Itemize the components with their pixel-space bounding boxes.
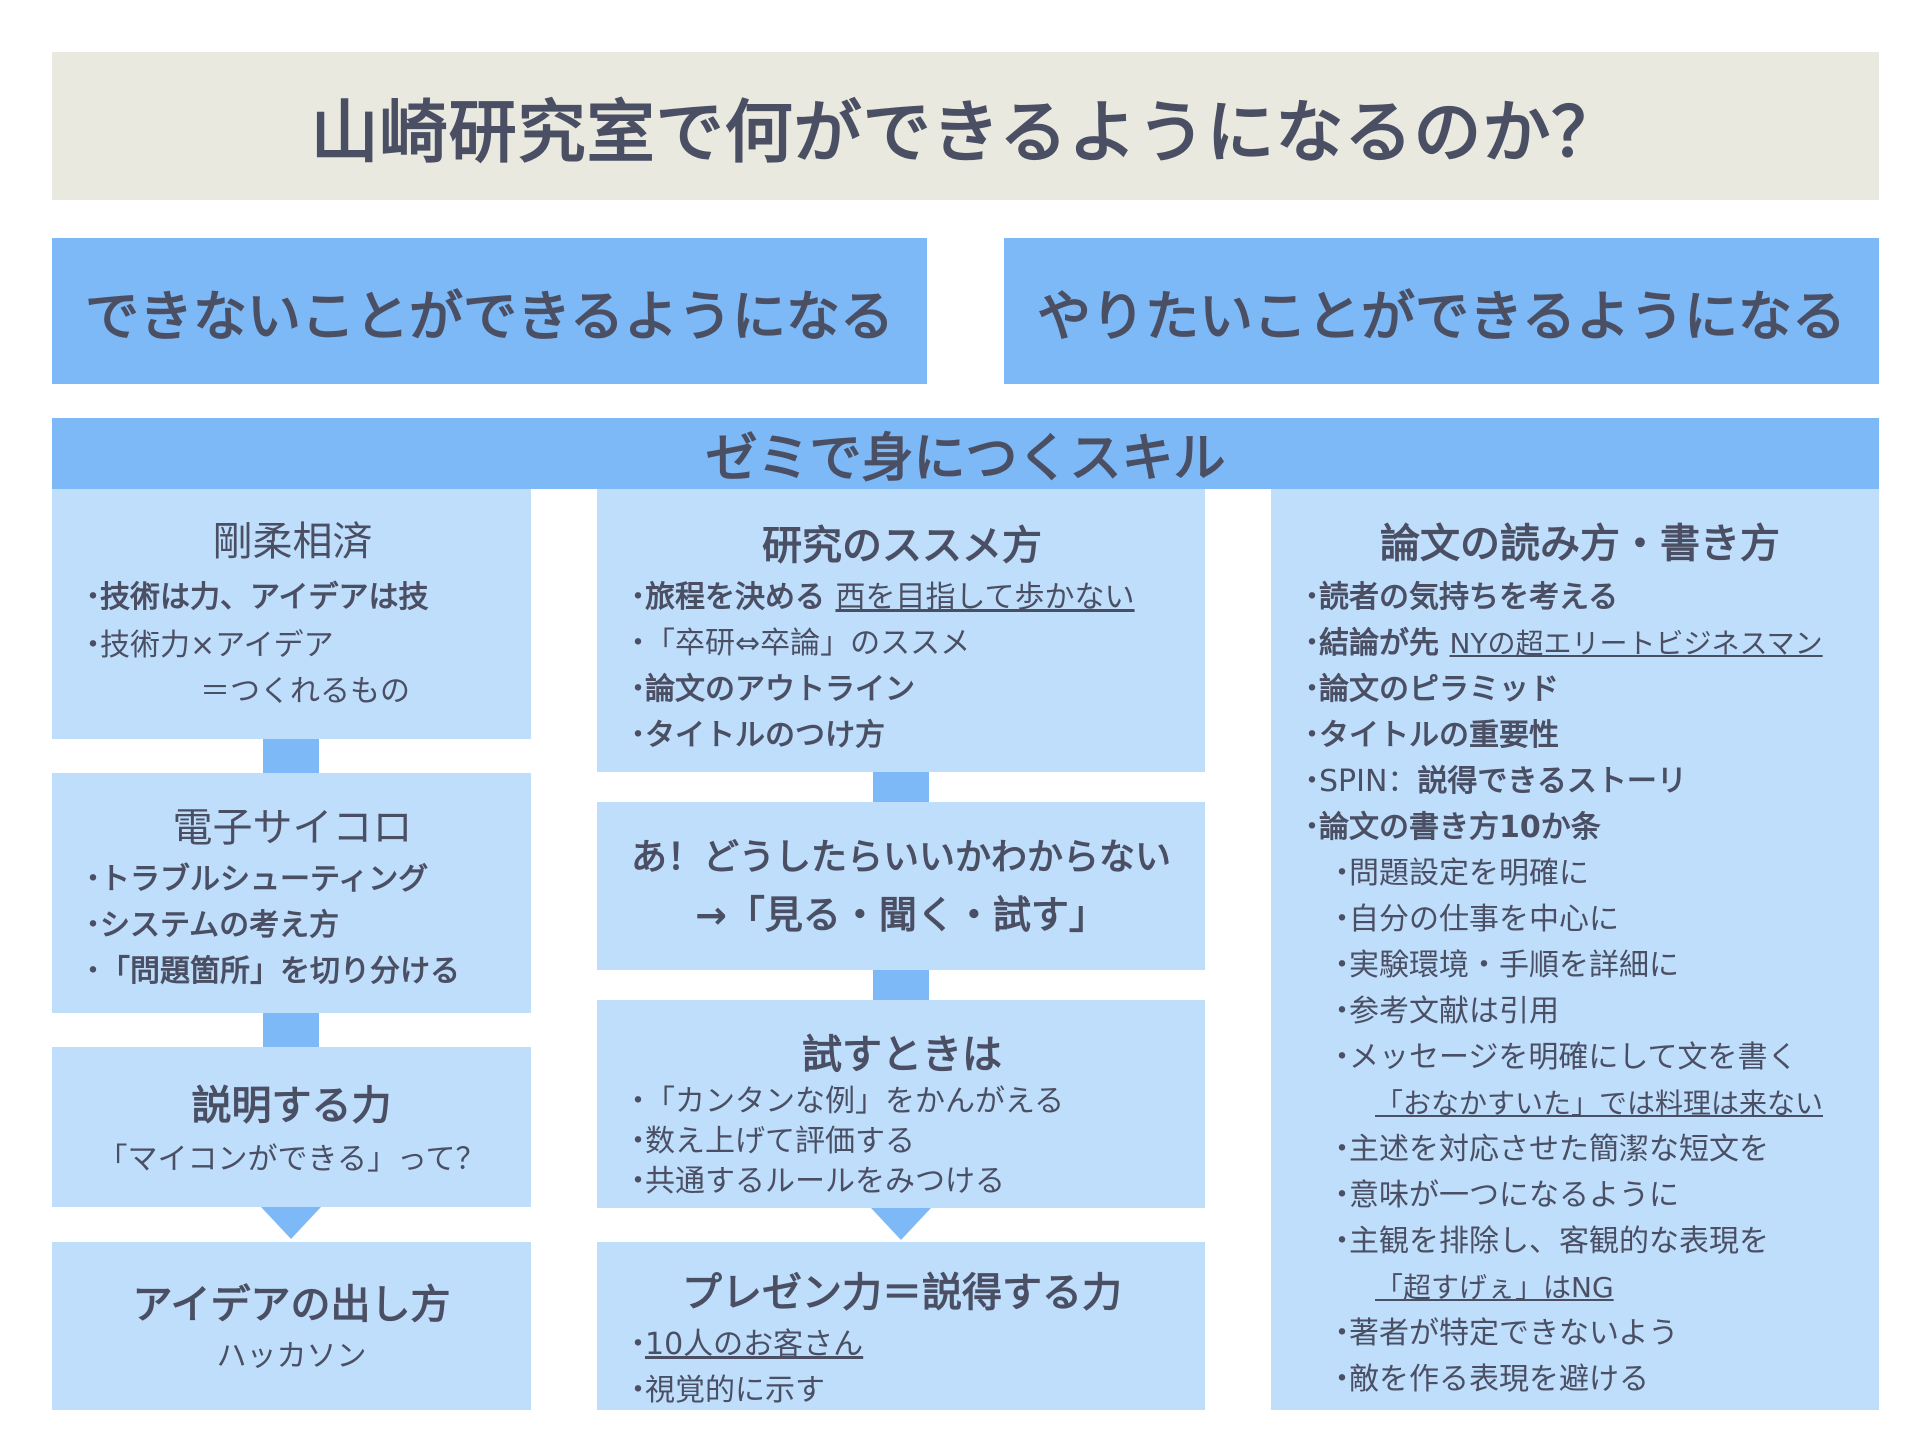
connector bbox=[873, 970, 929, 1000]
list-item: ・読者の気持ちを考える bbox=[1297, 580, 1619, 615]
list-subitem: ・問題設定を明確に bbox=[1327, 856, 1589, 891]
list-subitem: ・敵を作る表現を避ける bbox=[1327, 1362, 1649, 1397]
list-item: ・論文のアウトライン bbox=[623, 672, 915, 707]
box-title: 研究のススメ方 bbox=[762, 523, 1042, 569]
box-when-trying: 試すときは ・「カンタンな例」をかんがえる ・数え上げて評価する ・共通するルー… bbox=[597, 1000, 1205, 1208]
box-title: 剛柔相済 bbox=[212, 519, 373, 565]
connector bbox=[873, 772, 929, 802]
page-title: 山崎研究室で何ができるようになるのか？ bbox=[310, 93, 1621, 173]
box-title: 論文の読み方・書き方 bbox=[1380, 521, 1780, 567]
list-subitem: ・自分の仕事を中心に bbox=[1327, 902, 1619, 937]
box-ideas: アイデアの出し方 ハッカソン bbox=[52, 1242, 531, 1410]
list-subitem: ・主述を対応させた簡潔な短文を bbox=[1327, 1132, 1769, 1167]
list-note: 「超すげぇ」はNG bbox=[1375, 1271, 1614, 1304]
box-title: 説明する力 bbox=[191, 1083, 392, 1129]
list-subitem: ・意味が一つになるように bbox=[1327, 1178, 1679, 1213]
box-line: →「見る・聞く・試す」 bbox=[695, 893, 1107, 937]
list-subitem: ・メッセージを明確にして文を書く bbox=[1327, 1040, 1798, 1075]
list-note: 「おなかすいた」では料理は来ない bbox=[1375, 1087, 1824, 1120]
underlined-note: 西を目指して歩かない bbox=[835, 580, 1135, 615]
list-item: ・「カンタンな例」をかんがえる bbox=[623, 1084, 1065, 1119]
box-title: アイデアの出し方 bbox=[132, 1282, 451, 1328]
box-research-method: 研究のススメ方 ・旅程を決める 西を目指して歩かない ・「卒研⇔卒論」のススメ … bbox=[597, 489, 1205, 772]
list-item: ・技術は力、アイデアは技 bbox=[78, 580, 429, 615]
connector bbox=[263, 739, 319, 773]
list-item: ・SPIN：説得できるストーリ bbox=[1297, 764, 1687, 799]
arrow-down bbox=[261, 1207, 321, 1239]
list-item: ・論文の書き方10か条 bbox=[1297, 810, 1601, 845]
list-item: ・「卒研⇔卒論」のススメ bbox=[623, 626, 971, 661]
goal-left-text: できないことができるようになる bbox=[85, 284, 894, 348]
goal-box-left: できないことができるようになる bbox=[52, 238, 927, 384]
list-item: ・トラブルシューティング bbox=[78, 862, 429, 897]
list-item: ・システムの考え方 bbox=[78, 908, 340, 943]
arrow-down bbox=[871, 1208, 931, 1240]
box-title: 試すときは bbox=[802, 1032, 1002, 1078]
box-line: あ！どうしたらいいかわからない bbox=[630, 837, 1171, 878]
underlined-note: NYの超エリートビジネスマン bbox=[1449, 627, 1823, 660]
box-dont-know: あ！どうしたらいいかわからない →「見る・聞く・試す」 bbox=[597, 802, 1205, 970]
box-subtitle: 「マイコンができる」って？ bbox=[97, 1142, 486, 1177]
list-item: ・10人のお客さん bbox=[623, 1327, 864, 1362]
box-gojuusousai: 剛柔相済 ・技術は力、アイデアは技 ・技術力×アイデア ＝つくれるもの bbox=[52, 489, 531, 739]
skills-header: ゼミで身につくスキル bbox=[52, 418, 1879, 489]
box-explain: 説明する力 「マイコンができる」って？ bbox=[52, 1047, 531, 1207]
box-electronic-dice: 電子サイコロ ・トラブルシューティング ・システムの考え方 ・「問題箇所」を切り… bbox=[52, 773, 531, 1013]
list-item: ・論文のピラミッド bbox=[1297, 672, 1559, 707]
list-item: ・共通するルールをみつける bbox=[623, 1164, 1005, 1199]
list-subitem: ・実験環境・手順を詳細に bbox=[1327, 948, 1679, 983]
goal-box-right: やりたいことができるようになる bbox=[1004, 238, 1879, 384]
skills-header-text: ゼミで身につくスキル bbox=[705, 429, 1226, 489]
box-subtitle: ハッカソン bbox=[216, 1339, 367, 1374]
list-item: ・旅程を決める 西を目指して歩かない bbox=[623, 580, 1135, 615]
box-presentation: プレゼン力＝説得する力 ・10人のお客さん ・視覚的に示す bbox=[597, 1242, 1205, 1410]
list-subitem: ・主観を排除し、客観的な表現を bbox=[1327, 1224, 1769, 1259]
goal-right-text: やりたいことができるようになる bbox=[1037, 284, 1846, 348]
list-subitem: ・参考文献は引用 bbox=[1327, 994, 1559, 1029]
title-banner: 山崎研究室で何ができるようになるのか？ bbox=[52, 52, 1879, 200]
connector bbox=[263, 1013, 319, 1047]
list-item: ・「問題箇所」を切り分ける bbox=[78, 954, 460, 989]
box-title: プレゼン力＝説得する力 bbox=[682, 1270, 1122, 1316]
list-item: ・タイトルの重要性 bbox=[1297, 718, 1559, 753]
list-subitem: ・著者が特定できないよう bbox=[1327, 1316, 1679, 1351]
list-item: ・結論が先 NYの超エリートビジネスマン bbox=[1297, 626, 1823, 661]
list-item: ・タイトルのつけ方 bbox=[623, 718, 885, 753]
list-item: ・技術力×アイデア bbox=[78, 628, 334, 663]
box-papers: 論文の読み方・書き方 ・読者の気持ちを考える ・結論が先 NYの超エリートビジネ… bbox=[1271, 489, 1879, 1410]
list-item: ・視覚的に示す bbox=[623, 1373, 825, 1408]
box-title: 電子サイコロ bbox=[172, 805, 413, 851]
list-item: ・数え上げて評価する bbox=[623, 1124, 915, 1159]
list-item-continuation: ＝つくれるもの bbox=[200, 674, 410, 709]
